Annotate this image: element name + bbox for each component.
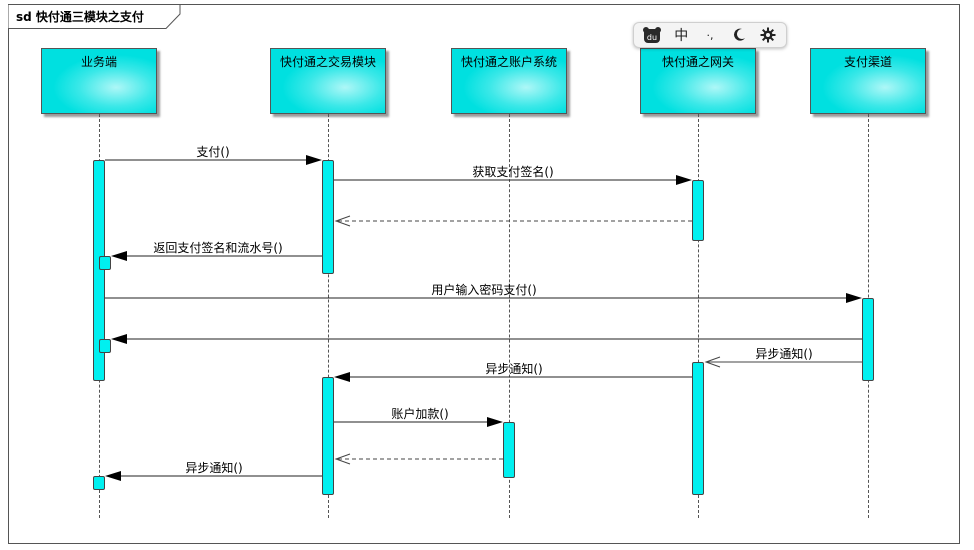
activation-biz-nested: [99, 339, 111, 353]
activation-trade: [322, 377, 334, 495]
activation-biz: [93, 476, 105, 490]
arrow-channel-to-biz: [111, 334, 862, 344]
participant-label: 快付通之网关: [661, 55, 734, 69]
ime-theme-button[interactable]: [727, 24, 751, 46]
participant-gateway[interactable]: 快付通之网关: [640, 48, 756, 114]
participant-label: 快付通之账户系统: [460, 55, 557, 69]
arrow-trade-to-biz: [111, 251, 322, 261]
participant-label: 快付通之交易模块: [279, 55, 376, 69]
message-label: 支付(): [196, 145, 230, 159]
return-account-to-trade: [334, 453, 503, 465]
ime-language-toggle[interactable]: 中: [669, 24, 693, 46]
participant-biz[interactable]: 业务端: [41, 48, 157, 114]
participant-trade[interactable]: 快付通之交易模块: [270, 48, 386, 114]
activation-account: [503, 422, 515, 478]
ime-language-label: 中: [674, 28, 689, 44]
message-label: 用户输入密码支付(): [431, 283, 537, 297]
activation-gateway: [692, 362, 704, 495]
arrow-biz-to-channel: [105, 293, 862, 303]
arrow-trade-to-account: [334, 417, 503, 427]
message-label: 返回支付签名和流水号(): [153, 241, 283, 255]
return-gateway-to-trade: [334, 215, 692, 227]
title-tab-shape: [8, 4, 181, 29]
message-label: 账户加款(): [391, 407, 449, 421]
du-bear-logo-icon: du: [643, 27, 662, 43]
message-label: 获取支付签名(): [472, 165, 554, 179]
ime-punctuation-label: ·,: [706, 28, 714, 42]
arrow-gateway-to-trade: [334, 372, 692, 382]
ime-punctuation-toggle[interactable]: ·,: [698, 24, 722, 46]
arrow-trade-to-biz-async: [105, 471, 322, 481]
message-label: 异步通知(): [185, 461, 243, 475]
lifeline-account: [509, 114, 510, 518]
activation-biz: [93, 160, 105, 381]
moon-icon: [733, 28, 745, 41]
ime-settings-button[interactable]: [756, 24, 780, 46]
arrow-biz-to-trade: [105, 155, 322, 165]
svg-text:du: du: [647, 33, 657, 42]
arrow-trade-to-gateway: [334, 175, 692, 185]
diagram-title: sd 快付通三模块之支付: [16, 10, 144, 24]
lifeline-trade: [328, 114, 329, 518]
activation-channel: [862, 298, 874, 381]
message-label: 异步通知(): [485, 362, 543, 376]
participant-label: 支付渠道: [843, 55, 892, 69]
activation-trade: [322, 160, 334, 274]
ime-toolbar: du 中 ·,: [633, 22, 787, 48]
participant-label: 业务端: [80, 55, 117, 69]
ime-logo-button[interactable]: du: [640, 24, 664, 46]
gear-icon: [760, 27, 776, 43]
participant-channel[interactable]: 支付渠道: [810, 48, 926, 114]
message-label: 异步通知(): [755, 347, 813, 361]
return-channel-to-gateway: [704, 356, 862, 368]
lifeline-gateway: [698, 114, 699, 518]
participant-account[interactable]: 快付通之账户系统: [451, 48, 567, 114]
activation-biz-nested: [99, 256, 111, 270]
activation-gateway: [692, 180, 704, 241]
